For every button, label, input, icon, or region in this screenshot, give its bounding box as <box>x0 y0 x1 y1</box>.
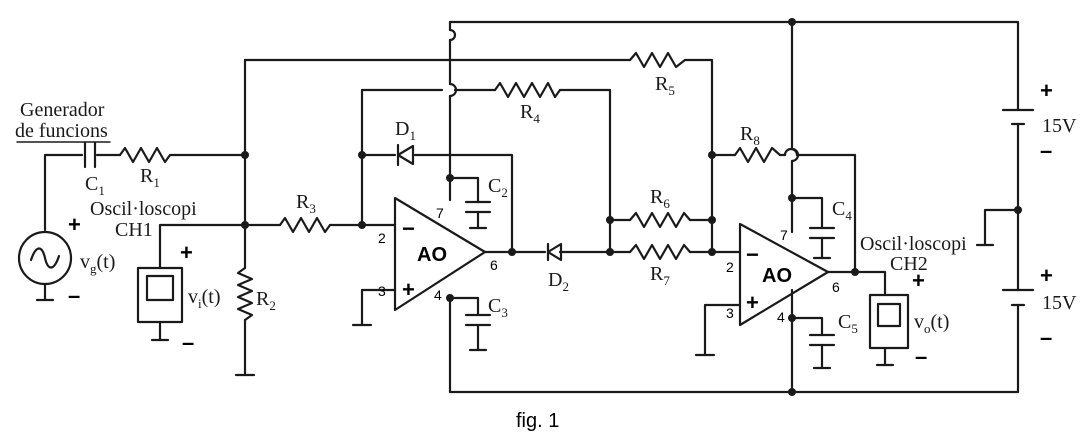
battery-top <box>1001 88 1035 132</box>
ao1-pin-noninv: 3 <box>378 283 386 299</box>
r2-label: R2 <box>256 288 276 313</box>
c1-label: C1 <box>85 173 105 198</box>
ao2-plus-sign: + <box>746 290 759 315</box>
resistor-r6 <box>628 211 692 229</box>
oscilloscope-ch2-probe <box>868 293 910 350</box>
vo-plus: + <box>912 268 925 293</box>
resistor-r8 <box>733 146 782 164</box>
junction-dots <box>241 18 1022 396</box>
ao2-pin-vminus: 4 <box>777 309 785 325</box>
ground-symbols <box>35 243 995 377</box>
c2-label: C2 <box>488 175 508 200</box>
capacitor-c4 <box>808 226 836 260</box>
ao1-minus-sign: − <box>402 216 415 241</box>
ao1-pin-vminus: 4 <box>434 287 442 303</box>
osc2-label-line2: CH2 <box>890 253 928 275</box>
vg-label: vg(t) <box>80 251 115 276</box>
r6-label: R6 <box>650 186 670 211</box>
ao1-pin-vplus: 7 <box>436 205 444 221</box>
ao1-label: AO <box>417 244 447 266</box>
c3-label: C3 <box>488 295 508 320</box>
capacitor-c1 <box>83 141 97 169</box>
r1-label: R1 <box>140 165 160 190</box>
ao2-pin-out: 6 <box>832 279 840 295</box>
vi-minus: – <box>182 330 194 355</box>
resistor-r1 <box>118 146 177 164</box>
supply-top-minus: – <box>1040 138 1052 163</box>
vo-label: vo(t) <box>914 311 949 336</box>
opamp-ao1 <box>393 196 487 312</box>
c4-label: C4 <box>832 198 852 223</box>
r3-label: R3 <box>296 191 316 216</box>
vi-label: vi(t) <box>188 286 221 311</box>
c5-label: C5 <box>838 311 858 336</box>
ao1-pin-out: 6 <box>490 257 498 273</box>
supply-bottom-label: 15V <box>1042 292 1077 314</box>
capacitor-c3 <box>464 313 492 352</box>
resistor-r5 <box>628 51 687 69</box>
generator-label-line2: de funcions <box>15 120 108 142</box>
ao1-plus-sign: + <box>402 277 415 302</box>
resistor-r7 <box>628 243 692 261</box>
supply-bottom-minus: – <box>1040 325 1052 350</box>
r8-label: R8 <box>740 123 760 148</box>
ao2-minus-sign: − <box>746 242 759 267</box>
ao2-label: AO <box>762 265 792 287</box>
wire-crossovers <box>448 28 800 163</box>
ao2-pin-noninv: 3 <box>726 305 734 321</box>
generator-label-line1: Generador <box>20 99 105 121</box>
supply-top-label: 15V <box>1042 115 1077 137</box>
d2-label: D2 <box>548 269 569 294</box>
battery-bottom <box>1001 268 1035 317</box>
resistor-r4 <box>493 81 562 99</box>
capacitor-c2 <box>464 200 492 230</box>
vg-plus: + <box>68 212 81 237</box>
ao2-pin-inv: 2 <box>726 259 734 275</box>
vo-minus: – <box>915 344 927 369</box>
oscilloscope-ch1-probe <box>136 266 184 324</box>
vg-minus: – <box>68 283 80 308</box>
wires <box>43 20 1020 394</box>
signal-generator-vg <box>17 230 73 286</box>
supply-bottom-plus: + <box>1040 263 1053 288</box>
figure-caption: fig. 1 <box>516 410 559 432</box>
resistor-r2 <box>236 266 254 322</box>
vi-plus: + <box>180 240 193 265</box>
osc2-label-line1: Oscil·loscopi <box>860 233 967 255</box>
ao1-pin-inv: 2 <box>378 230 386 246</box>
capacitor-c5 <box>808 333 836 370</box>
r7-label: R7 <box>650 263 670 288</box>
diode-d1 <box>396 143 415 167</box>
osc1-label-line1: Oscil·loscopi <box>90 198 197 220</box>
opamp-ao2 <box>738 222 830 327</box>
d1-label: D1 <box>395 118 416 143</box>
generator-label: Generador de funcions <box>15 99 111 143</box>
r4-label: R4 <box>520 101 540 126</box>
supply-top-plus: + <box>1040 78 1053 103</box>
resistor-r3 <box>278 216 332 234</box>
ao2-pin-vplus: 7 <box>780 227 788 243</box>
osc1-label-line2: CH1 <box>115 219 153 241</box>
diode-d2 <box>546 242 563 262</box>
r5-label: R5 <box>655 73 675 98</box>
